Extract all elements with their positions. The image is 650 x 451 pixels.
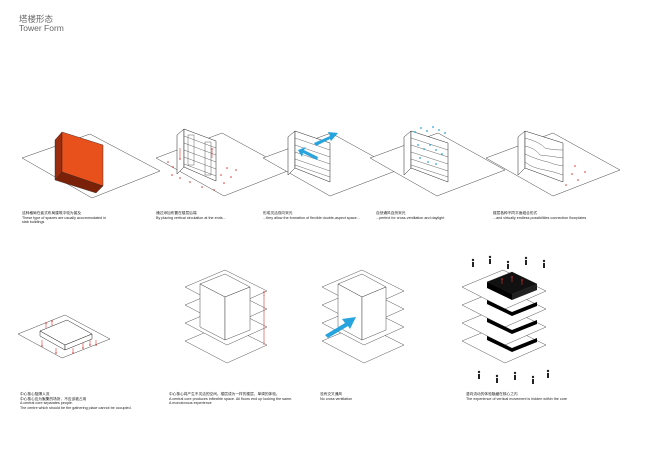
diagram-end-circulation xyxy=(155,128,291,197)
diagram-floorplate-combinations xyxy=(485,130,621,197)
caption-stacked-core: 中心核心将产生不灵活的空间。楼层成为一样的楼层，单调的体验。A central … xyxy=(169,392,293,406)
caption-double-aspect: 形成灵活双向采光...they allow the formation of f… xyxy=(263,211,360,220)
page-title-en: Tower Form xyxy=(19,23,64,33)
diagram-central-core xyxy=(17,314,111,359)
diagram-hidden-core xyxy=(461,255,550,384)
caption-floorplates: 楼层各种不同平面组合形式...and virtually endless pos… xyxy=(493,211,587,220)
page-title-cn: 塔楼形态 xyxy=(19,14,54,24)
diagram-cross-ventilation xyxy=(369,126,506,197)
diagram-slab-solid xyxy=(21,131,161,199)
diagram-double-aspect xyxy=(262,130,399,197)
diagram-stacked-core xyxy=(184,269,268,364)
caption-cross-ventilation: 自然通风自然采光...perfect for cross-ventilation… xyxy=(376,211,445,220)
people-figures xyxy=(471,255,550,384)
diagram-no-ventilation xyxy=(321,269,405,364)
